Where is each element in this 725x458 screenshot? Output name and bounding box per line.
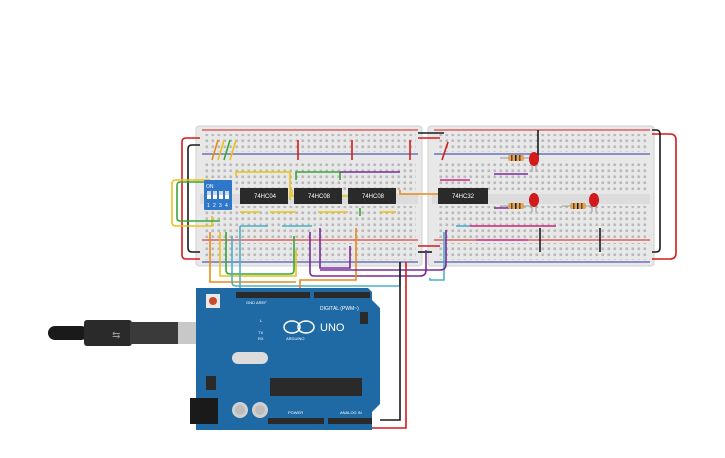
led-1-body	[529, 152, 539, 166]
usb-cable: ⇆	[48, 320, 196, 346]
gnd-label: GND	[246, 300, 255, 305]
led-3-body	[589, 193, 599, 207]
chip-u1-label: 74HC04	[254, 194, 277, 200]
arduino-brand: ARDUINO	[286, 336, 304, 341]
chip-u3: 74HC08	[348, 188, 396, 204]
power-label: POWER	[288, 410, 303, 415]
led-2	[529, 193, 539, 212]
aref-label: AREF	[256, 300, 267, 305]
led-1	[529, 152, 539, 172]
chip-u2-label: 74HC08	[308, 194, 331, 200]
analog-label: ANALOG IN	[340, 410, 362, 415]
dip-switch-number-2: 2	[213, 203, 216, 209]
dip-switch-number-4: 4	[225, 203, 228, 209]
power-wires	[181, 129, 677, 260]
leds	[529, 152, 599, 212]
l-label: L	[260, 318, 263, 323]
chip-u4: 74HC32	[438, 188, 488, 204]
dip-switch: ON 1 2 3 4	[204, 180, 232, 210]
chip-u3-label: 74HC08	[362, 194, 385, 200]
usb-icon: ⇆	[112, 330, 120, 341]
chip-u2: 74HC08	[294, 188, 342, 204]
resistor-2	[500, 203, 532, 209]
led-2-body	[529, 193, 539, 207]
rx-label: RX	[258, 336, 264, 341]
resistor-3	[562, 203, 594, 209]
digital-label: DIGITAL (PWM~)	[320, 306, 359, 312]
dip-switch-number-3: 3	[219, 203, 222, 209]
chip-u1: 74HC04	[240, 188, 288, 204]
tx-label: TX	[258, 330, 263, 335]
reset-button	[209, 297, 217, 305]
resistor-1	[500, 155, 532, 161]
dip-switch-on-label: ON	[206, 184, 214, 190]
breadboard-right	[427, 125, 655, 267]
led-3	[589, 193, 599, 212]
top-jumpers	[211, 130, 539, 161]
chip-u4-label: 74HC32	[452, 194, 475, 200]
dip-switch-number-1: 1	[207, 203, 210, 209]
arduino-logo: ARDUINO UNO	[283, 320, 345, 341]
resistors	[500, 155, 594, 209]
arduino-model: UNO	[320, 322, 345, 334]
arduino-uno: DIGITAL (PWM~) AREF TX RX L ARDUINO UNO …	[190, 288, 380, 430]
